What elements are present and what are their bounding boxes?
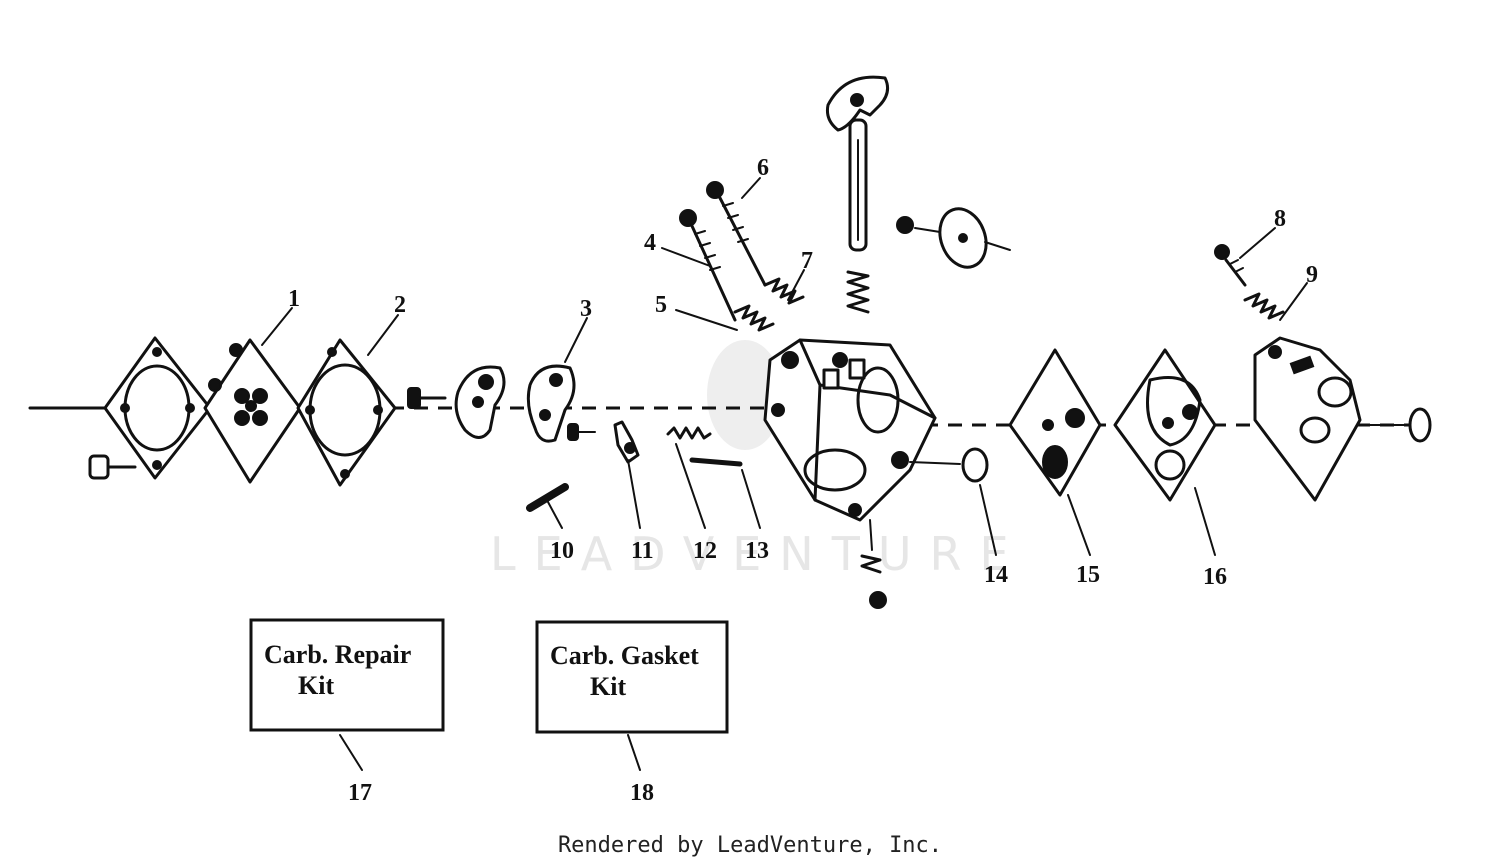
spring-5	[733, 304, 775, 332]
screw-8	[1214, 244, 1247, 287]
repair-kit-box: Carb. Repair Kit	[249, 618, 445, 732]
part-label-10: 10	[550, 538, 574, 564]
metering-gasket-16	[1113, 348, 1217, 502]
watermark: LEADVENTURE	[490, 340, 1027, 581]
part-label-12: 12	[693, 538, 717, 564]
inlet-lever-11	[613, 420, 640, 464]
spring-12	[666, 426, 712, 440]
part-label-15: 15	[1076, 562, 1100, 588]
part-label-16: 16	[1203, 564, 1227, 590]
idle-screw-bottom	[860, 519, 887, 609]
footer-credit: Rendered by LeadVenture, Inc.	[558, 833, 942, 858]
part-numbers: 1 2 3 4 5 6 7 8 9 10 11 12 13 14 15 16 1…	[288, 155, 1318, 806]
cover-screw-right	[1359, 407, 1432, 443]
small-screw-3	[567, 423, 596, 441]
needle-4	[679, 209, 737, 322]
choke-plate	[896, 207, 1011, 269]
part-label-3: 3	[580, 296, 592, 322]
leader-lines	[261, 177, 1308, 771]
carburetor-body	[763, 338, 937, 522]
spring-9	[1243, 292, 1285, 320]
pump-diaphragm	[203, 338, 302, 484]
throttle-shaft	[826, 75, 890, 314]
part-label-18: 18	[630, 780, 654, 806]
fuel-cover	[526, 364, 576, 443]
part-label-7: 7	[801, 248, 813, 274]
part-label-14: 14	[984, 562, 1008, 588]
pin-13	[689, 457, 743, 467]
part-label-4: 4	[644, 230, 656, 256]
flange-gasket-left	[103, 336, 212, 480]
part-label-9: 9	[1306, 262, 1318, 288]
part-label-5: 5	[655, 292, 667, 318]
gasket-kit-line1: Carb. Gasket	[550, 641, 699, 670]
cover-screw	[407, 387, 447, 409]
repair-kit-line2: Kit	[298, 671, 334, 700]
part-label-11: 11	[631, 538, 654, 564]
needle-6	[706, 181, 767, 287]
part-label-1: 1	[288, 286, 300, 312]
repair-kit-line1: Carb. Repair	[264, 640, 411, 669]
metering-cover	[1253, 336, 1362, 502]
mounting-screw-left	[88, 454, 137, 480]
pump-gasket	[296, 338, 397, 487]
gasket-kit-line2: Kit	[590, 672, 626, 701]
part-label-6: 6	[757, 155, 769, 181]
part-label-13: 13	[745, 538, 769, 564]
metering-diaphragm-15	[1008, 348, 1102, 497]
pin-10	[526, 483, 569, 512]
gasket-kit-box: Carb. Gasket Kit	[535, 620, 729, 734]
spring-7	[763, 277, 805, 305]
welch-plug-14	[891, 447, 989, 483]
pump-cover	[454, 365, 506, 439]
part-label-17: 17	[348, 780, 372, 806]
part-label-8: 8	[1274, 206, 1286, 232]
watermark-text: LEADVENTURE	[490, 527, 1027, 581]
part-label-2: 2	[394, 292, 406, 318]
